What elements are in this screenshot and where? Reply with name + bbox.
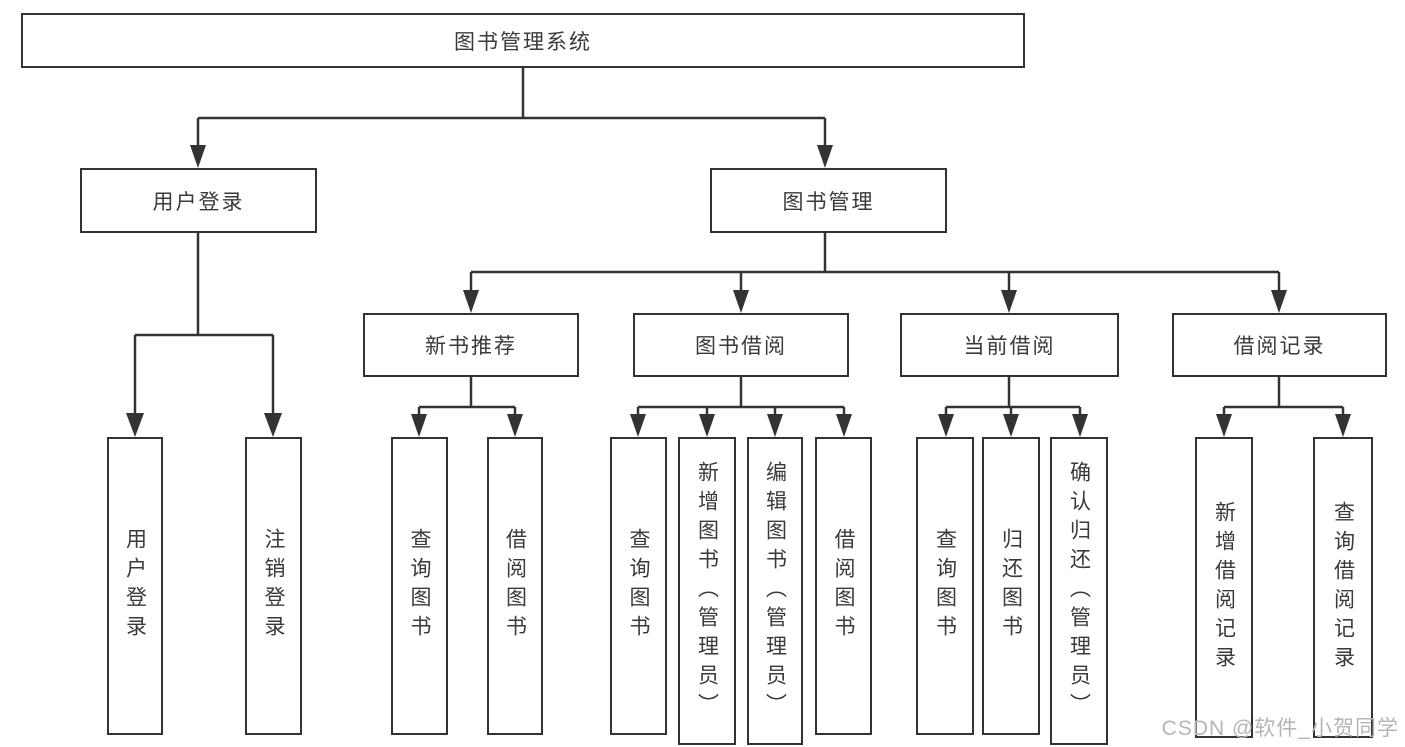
leaf-return-book-label: 归还图书: [999, 528, 1023, 644]
leaf-edit-book-admin: 编辑图书（管理员）: [747, 437, 803, 745]
leaf-query-borrow-record: 查询借阅记录: [1313, 437, 1373, 738]
leaf-confirm-return-admin-label: 确认归还（管理员）: [1067, 460, 1091, 722]
node-borrow-records-label: 借阅记录: [1233, 335, 1326, 358]
leaf-query-books-borrow-label: 查询图书: [627, 528, 650, 644]
leaf-query-books-current-label: 查询图书: [933, 528, 957, 644]
leaf-query-borrow-record-label: 查询借阅记录: [1331, 500, 1355, 675]
node-new-book-rec: 新书推荐: [363, 313, 579, 377]
node-current-borrow-label: 当前借阅: [963, 335, 1056, 358]
leaf-query-books-rec: 查询图书: [391, 437, 448, 735]
node-book-borrow-label: 图书借阅: [695, 335, 787, 358]
leaf-user-login: 用户登录: [107, 437, 163, 735]
leaf-borrow-books-2-label: 借阅图书: [832, 528, 855, 644]
node-borrow-records: 借阅记录: [1172, 313, 1387, 377]
leaf-add-book-admin-label: 新增图书（管理员）: [695, 460, 719, 722]
leaf-return-book: 归还图书: [982, 437, 1040, 735]
leaf-user-login-label: 用户登录: [123, 528, 147, 644]
leaf-query-books-borrow: 查询图书: [610, 437, 667, 735]
leaf-add-borrow-record-label: 新增借阅记录: [1212, 500, 1236, 675]
leaf-borrow-books-rec-label: 借阅图书: [503, 528, 527, 644]
leaf-borrow-books-rec: 借阅图书: [487, 437, 543, 735]
leaf-logout: 注销登录: [245, 437, 302, 735]
leaf-add-book-admin: 新增图书（管理员）: [678, 437, 736, 745]
node-book-mgmt: 图书管理: [710, 168, 947, 233]
node-root-label: 图书管理系统: [454, 30, 592, 54]
leaf-borrow-books-2: 借阅图书: [815, 437, 872, 735]
node-current-borrow: 当前借阅: [900, 313, 1119, 377]
node-book-mgmt-label: 图书管理: [782, 190, 875, 214]
node-user-login: 用户登录: [80, 168, 317, 233]
leaf-confirm-return-admin: 确认归还（管理员）: [1050, 437, 1108, 745]
watermark: CSDN @软件_小贺同学: [1161, 717, 1399, 740]
node-new-book-rec-label: 新书推荐: [425, 335, 517, 358]
node-user-login-label: 用户登录: [152, 190, 245, 214]
leaf-edit-book-admin-label: 编辑图书（管理员）: [763, 460, 787, 722]
node-root: 图书管理系统: [21, 13, 1025, 68]
leaf-add-borrow-record: 新增借阅记录: [1195, 437, 1253, 738]
leaf-query-books-rec-label: 查询图书: [408, 528, 431, 644]
leaf-query-books-current: 查询图书: [916, 437, 974, 735]
node-book-borrow: 图书借阅: [633, 313, 849, 377]
leaf-logout-label: 注销登录: [262, 528, 285, 644]
